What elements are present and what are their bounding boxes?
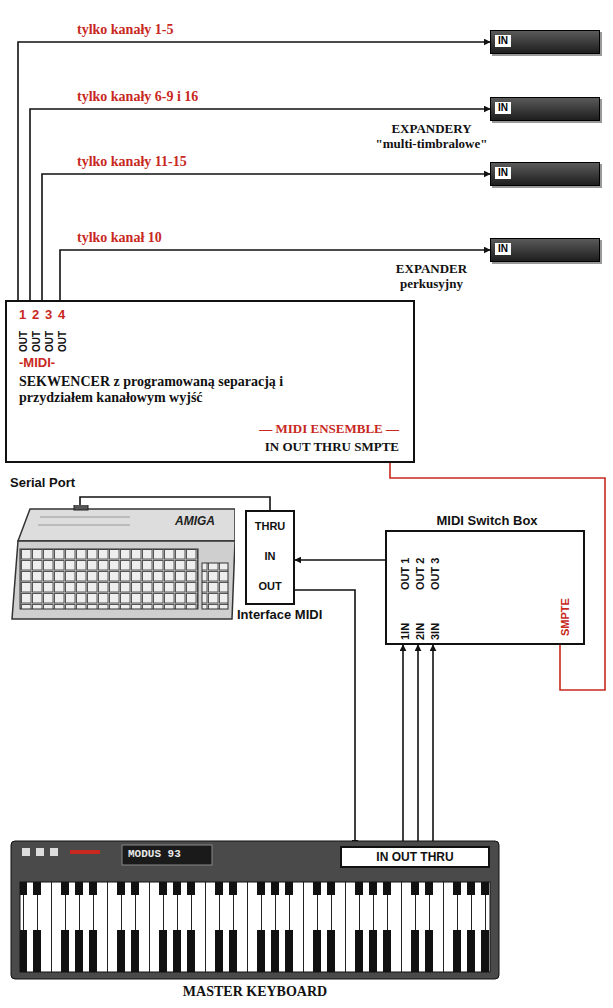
midi-connector: [402, 645, 404, 846]
drum-expander-box: IN: [490, 238, 600, 262]
port-label: IN: [495, 167, 511, 179]
port-names: IN OUT THRU SMPTE: [265, 440, 399, 455]
port-label: IN: [247, 550, 293, 563]
expander-box: IN: [490, 30, 600, 54]
sequencer-title: SEKWENCER z programowaną separacją i prz…: [19, 374, 359, 406]
midi-connector: [80, 497, 270, 510]
output-number: 1: [19, 308, 26, 323]
device-label: MASTER KEYBOARD: [10, 984, 500, 1000]
port-label: IN: [495, 35, 511, 47]
midi-heading: -MIDI-: [19, 356, 55, 371]
device-label: Interface MIDI: [237, 608, 322, 623]
output-port: OUT: [31, 331, 43, 352]
port-label: Serial Port: [8, 476, 77, 491]
amiga-computer: AMIGA: [10, 505, 235, 623]
group-label: EXPANDERY "multi-timbralowe": [372, 122, 491, 152]
midi-connector: [417, 645, 419, 846]
port-label: OUT: [247, 580, 293, 593]
expander-box: IN: [490, 162, 600, 186]
smpte-port: SMPTE: [559, 598, 572, 636]
channel-label: tylko kanały 1-5: [75, 22, 175, 38]
port-box: IN OUT THRU: [340, 846, 490, 868]
midi-connector: [30, 109, 490, 300]
display-text: MODUS 93: [128, 848, 181, 861]
midi-switch-box: MIDI Switch BoxOUT 1OUT 2OUT 31IN2IN3INS…: [385, 530, 585, 645]
output-port: OUT 1: [399, 558, 412, 590]
midi-connector: [18, 42, 490, 300]
input-port: 1IN: [399, 623, 412, 640]
midi-connector: [295, 559, 385, 561]
port-names: IN OUT THRU: [342, 851, 488, 865]
output-number: 2: [32, 308, 39, 323]
expander-box: IN: [490, 97, 600, 121]
input-port: 2IN: [414, 623, 427, 640]
sequencer-box: 1234OUTOUTOUTOUT-MIDI-SEKWENCER z progra…: [5, 300, 415, 463]
port-label: IN: [495, 243, 511, 255]
midi-connector: [60, 250, 490, 300]
master-keyboard: MODUS 93MASTER KEYBOARDIN OUT THRU: [10, 840, 500, 980]
output-number: 4: [58, 308, 65, 323]
output-port: OUT: [57, 331, 69, 352]
midi-connector: [432, 645, 434, 846]
output-port: OUT: [18, 331, 30, 352]
product-name: — MIDI ENSEMBLE —: [259, 422, 399, 437]
output-port: OUT 3: [429, 558, 442, 590]
input-port: 3IN: [429, 623, 442, 640]
midi-interface: THRUINOUTInterface MIDI: [245, 510, 295, 605]
channel-label: tylko kanały 6-9 i 16: [75, 89, 200, 105]
brand-name: AMIGA: [173, 515, 217, 529]
output-port: OUT: [44, 331, 56, 352]
channel-label: tylko kanały 11-15: [75, 154, 189, 170]
device-label: MIDI Switch Box: [427, 514, 547, 529]
output-port: OUT 2: [414, 558, 427, 590]
midi-connector: [295, 590, 355, 846]
port-label: THRU: [247, 520, 293, 533]
port-label: IN: [495, 102, 511, 114]
output-number: 3: [45, 308, 52, 323]
channel-label: tylko kanał 10: [75, 230, 164, 246]
group-label: EXPANDER perkusyjny: [372, 262, 491, 292]
midi-connector: [42, 174, 490, 300]
